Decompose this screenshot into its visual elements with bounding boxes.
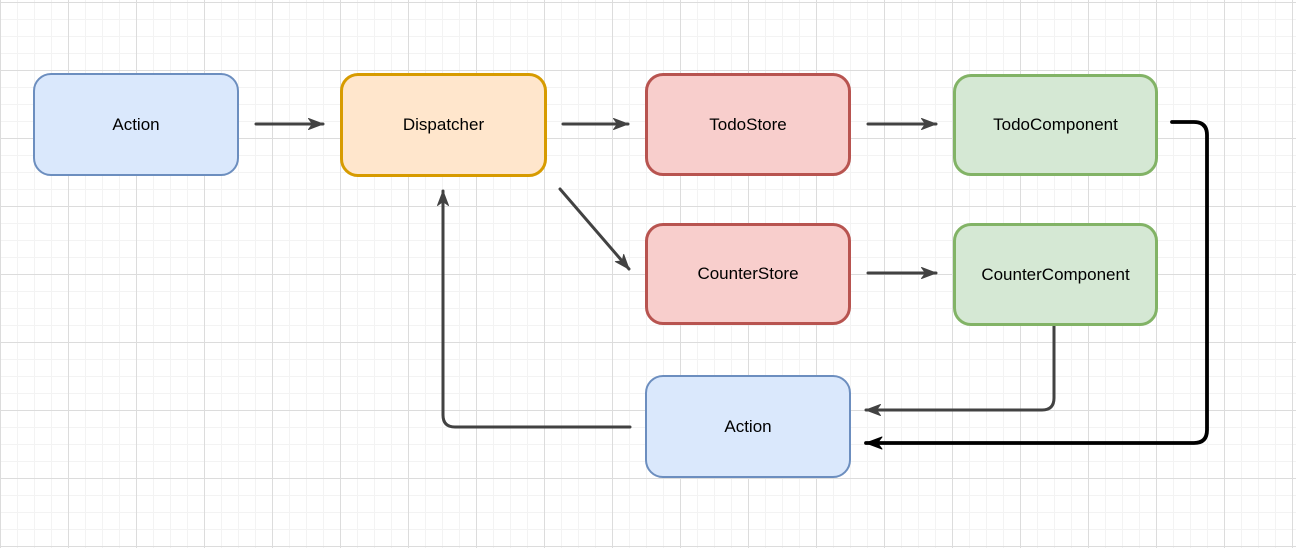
node-counter-store: CounterStore — [645, 223, 851, 325]
node-dispatcher-label: Dispatcher — [402, 115, 485, 134]
edge-todocomponent-to-action-loop — [864, 120, 1209, 450]
node-action-bottom: Action — [645, 375, 851, 478]
node-counter-component-label: CounterComponent — [981, 264, 1130, 284]
node-action-top-label: Action — [112, 114, 160, 134]
edge-action-to-dispatcher-return — [437, 189, 632, 429]
node-todo-component-label: TodoComponent — [993, 115, 1118, 134]
node-dispatcher: Dispatcher — [340, 73, 547, 177]
node-todo-component: TodoComponent — [953, 74, 1158, 176]
node-todo-store-label: TodoStore — [709, 114, 787, 134]
node-action-top: Action — [33, 73, 239, 176]
edge-countercomponent-to-action — [864, 324, 1056, 416]
node-counter-component: CounterComponent — [953, 223, 1158, 326]
node-action-bottom-label: Action — [724, 416, 772, 436]
node-counter-store-label: CounterStore — [697, 264, 799, 283]
node-todo-store: TodoStore — [645, 73, 851, 176]
edge-dispatcher-to-counterstore — [558, 187, 631, 271]
